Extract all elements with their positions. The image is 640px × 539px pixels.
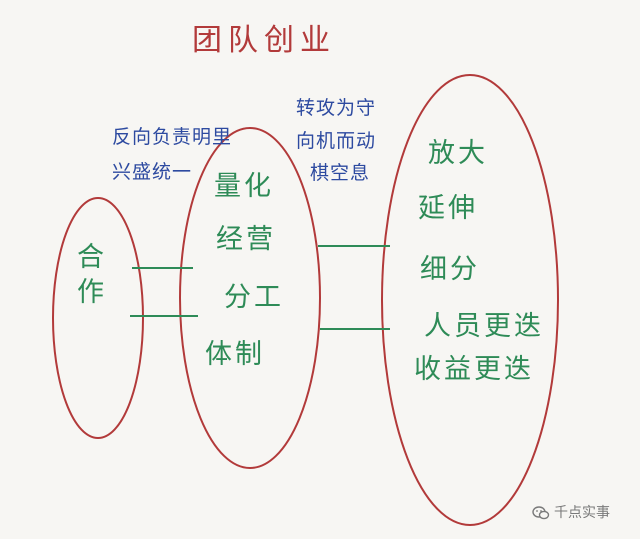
- middle-item-2: 经营: [216, 224, 276, 255]
- right-annotation-line-2: 向机而动: [296, 130, 377, 152]
- middle-annotation-line-2: 兴盛统一: [112, 161, 193, 183]
- diagram-title: 团队创业: [192, 23, 336, 58]
- middle-item-4: 体制: [205, 339, 265, 370]
- right-annotation-line-1: 转攻为守: [296, 97, 377, 119]
- right-item-1: 放大: [428, 138, 488, 169]
- right-annotation-line-3: 棋空息: [310, 162, 371, 184]
- middle-ellipse: [179, 127, 321, 469]
- right-item-2: 延伸: [418, 193, 478, 224]
- watermark-text: 千点实事: [554, 505, 610, 521]
- right-item-5: 收益更迭: [414, 354, 534, 385]
- left-ellipse-label: 合作: [72, 242, 103, 312]
- right-item-4: 人员更迭: [424, 311, 544, 342]
- wechat-icon: [532, 506, 550, 520]
- middle-annotation-line-1: 反向负责明里: [112, 126, 233, 148]
- middle-item-3: 分工: [224, 282, 284, 313]
- right-ellipse: [381, 74, 559, 526]
- watermark: 千点实事: [532, 504, 610, 522]
- right-item-3: 细分: [420, 254, 480, 285]
- left-ellipse: [52, 197, 144, 439]
- middle-item-1: 量化: [214, 171, 274, 202]
